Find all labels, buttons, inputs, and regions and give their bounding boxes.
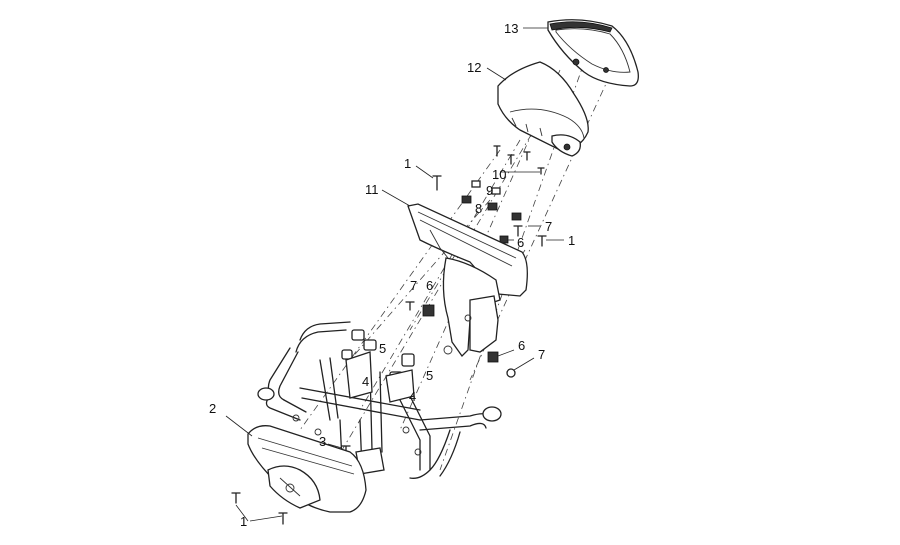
- callout-6: 6: [518, 338, 525, 353]
- callout-2: 2: [209, 401, 216, 416]
- mount-bracket-part: [407, 203, 528, 358]
- callout-7: 7: [410, 278, 417, 293]
- callout-13: 13: [504, 21, 518, 36]
- callout-1: 1: [568, 233, 575, 248]
- tubular-frame-part: [257, 321, 502, 479]
- callout-11: 11: [365, 182, 379, 197]
- callout-4: 4: [362, 374, 369, 389]
- callout-6: 6: [426, 278, 433, 293]
- callout-1: 1: [240, 514, 247, 529]
- callout-1: 1: [404, 156, 411, 171]
- callout-7: 7: [545, 219, 552, 234]
- callout-12: 12: [467, 60, 481, 75]
- cluster-cover-part: [497, 61, 589, 157]
- callout-9: 9: [486, 183, 493, 198]
- callout-7: 7: [538, 347, 545, 362]
- callout-8: 8: [475, 201, 482, 216]
- callout-labels: 13 12 1 10 9 11 8 7 1 6 7 6 5 6 7 4 5 4 …: [209, 21, 575, 529]
- callout-5: 5: [379, 341, 386, 356]
- callout-4: 4: [409, 389, 416, 404]
- lower-cover-part: [247, 425, 367, 513]
- instrument-cluster-part: [547, 19, 639, 87]
- callout-10: 10: [492, 167, 506, 182]
- leader-lines: [225, 27, 564, 522]
- callout-3: 3: [319, 434, 326, 449]
- callout-6: 6: [517, 235, 524, 250]
- callout-5: 5: [426, 368, 433, 383]
